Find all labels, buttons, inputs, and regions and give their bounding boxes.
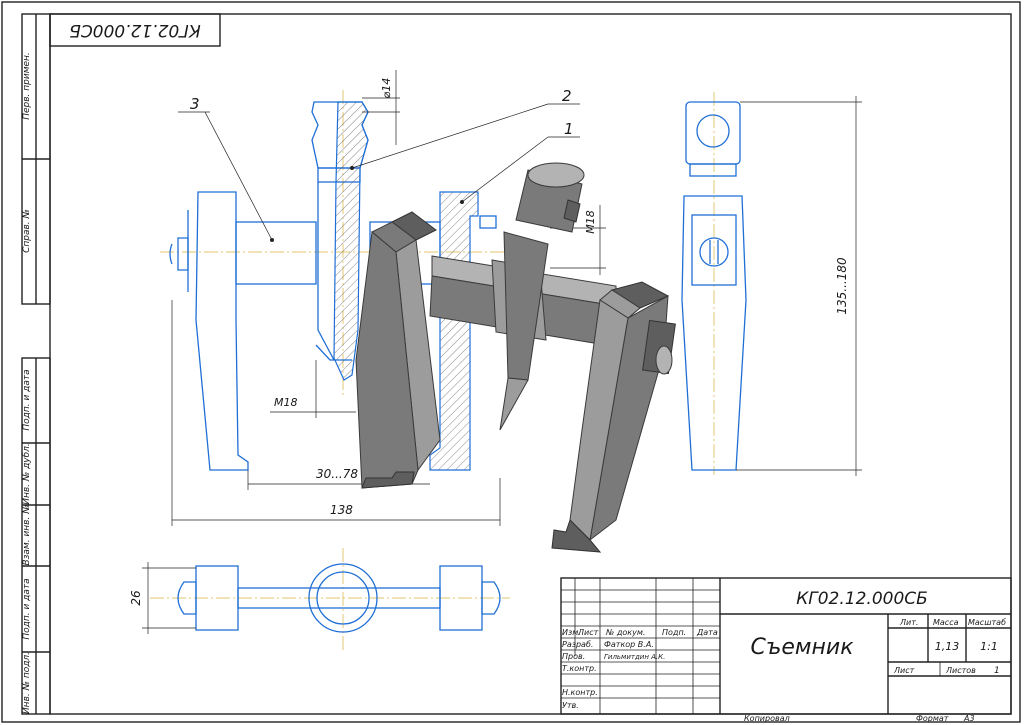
callout-2: 2 [562,87,572,105]
dim-m18-top: М18 [584,210,597,234]
tb-copied-label: Копировал [744,714,790,723]
puller-3d-model [355,162,676,553]
rotated-designation: КГ02.12.000СБ [69,20,201,40]
tb-razrab-name: Фаткор В.А. [604,640,654,649]
dim-138: 138 [330,503,353,517]
top-designation-box: КГ02.12.000СБ [49,13,221,47]
tb-razrab-label: Разраб. [562,640,593,649]
callout-3: 3 [190,95,200,113]
stamp-podp-data-1: Подп. и дата [22,369,32,430]
tb-scale-value: 1:1 [980,640,998,653]
tb-mass-value: 1,13 [935,640,960,653]
stamp-podp-data-2: Подп. и дата [22,578,32,639]
tb-format-value: A3 [963,714,975,723]
tb-col-data: Дата [696,628,718,637]
crossbar [235,221,317,285]
tb-col-podp: Подп. [662,628,686,637]
dim-135-180: 135...180 [835,257,849,315]
tb-masshtab-label: Масштаб [968,618,1006,627]
tb-col-doc: № докум. [605,628,645,637]
callouts: 3 2 1 [178,87,580,242]
stamp-sprav-no: Справ. № [22,209,32,253]
tb-prov-label: Пров. [562,652,585,661]
callout-1: 1 [564,120,574,138]
title-block: Изм. Лист № докум. Подп. Дата Разраб. Фа… [560,577,1012,723]
tb-utv-label: Утв. [562,701,579,710]
tb-designation: КГ02.12.000СБ [796,589,928,609]
side-view: 135...180 [681,92,862,476]
stamp-perv-primen: Перв. примен. [22,52,32,120]
tb-tkontr-label: Т.контр. [562,664,597,673]
tb-lit-label: Лит. [899,618,918,627]
tb-sheets-label: Листов [945,666,976,675]
dim-26: 26 [129,590,143,606]
top-view: 26 [129,548,510,650]
stamp-inv-dubl: Инв. № дубл. [22,443,32,505]
tb-prov-name: Гильмитдин А.К. [604,653,665,661]
tb-massa-label: Масса [933,618,959,627]
stamp-vzam-inv: Взам. инв. № [22,504,32,565]
tb-sheet-label: Лист [893,666,915,675]
dim-30-78: 30...78 [316,467,358,481]
tb-col-izm: Изм. [562,628,581,637]
side-stamp: Перв. примен. Справ. № Подп. и дата Инв.… [21,13,51,715]
tb-nkontr-label: Н.контр. [562,688,598,697]
dim-m18-left: М18 [274,396,298,409]
front-dimensions: ⌀14 М18 М18 30...78 138 [171,70,606,526]
dim-d14: ⌀14 [380,78,393,99]
stamp-inv-podl: Инв. № подл. [22,652,32,714]
tb-format-label: Формат [916,714,949,723]
tb-sheets-count: 1 [994,666,1000,676]
tb-col-list: Лист [577,628,599,637]
tb-part-name: Съемник [750,635,854,660]
